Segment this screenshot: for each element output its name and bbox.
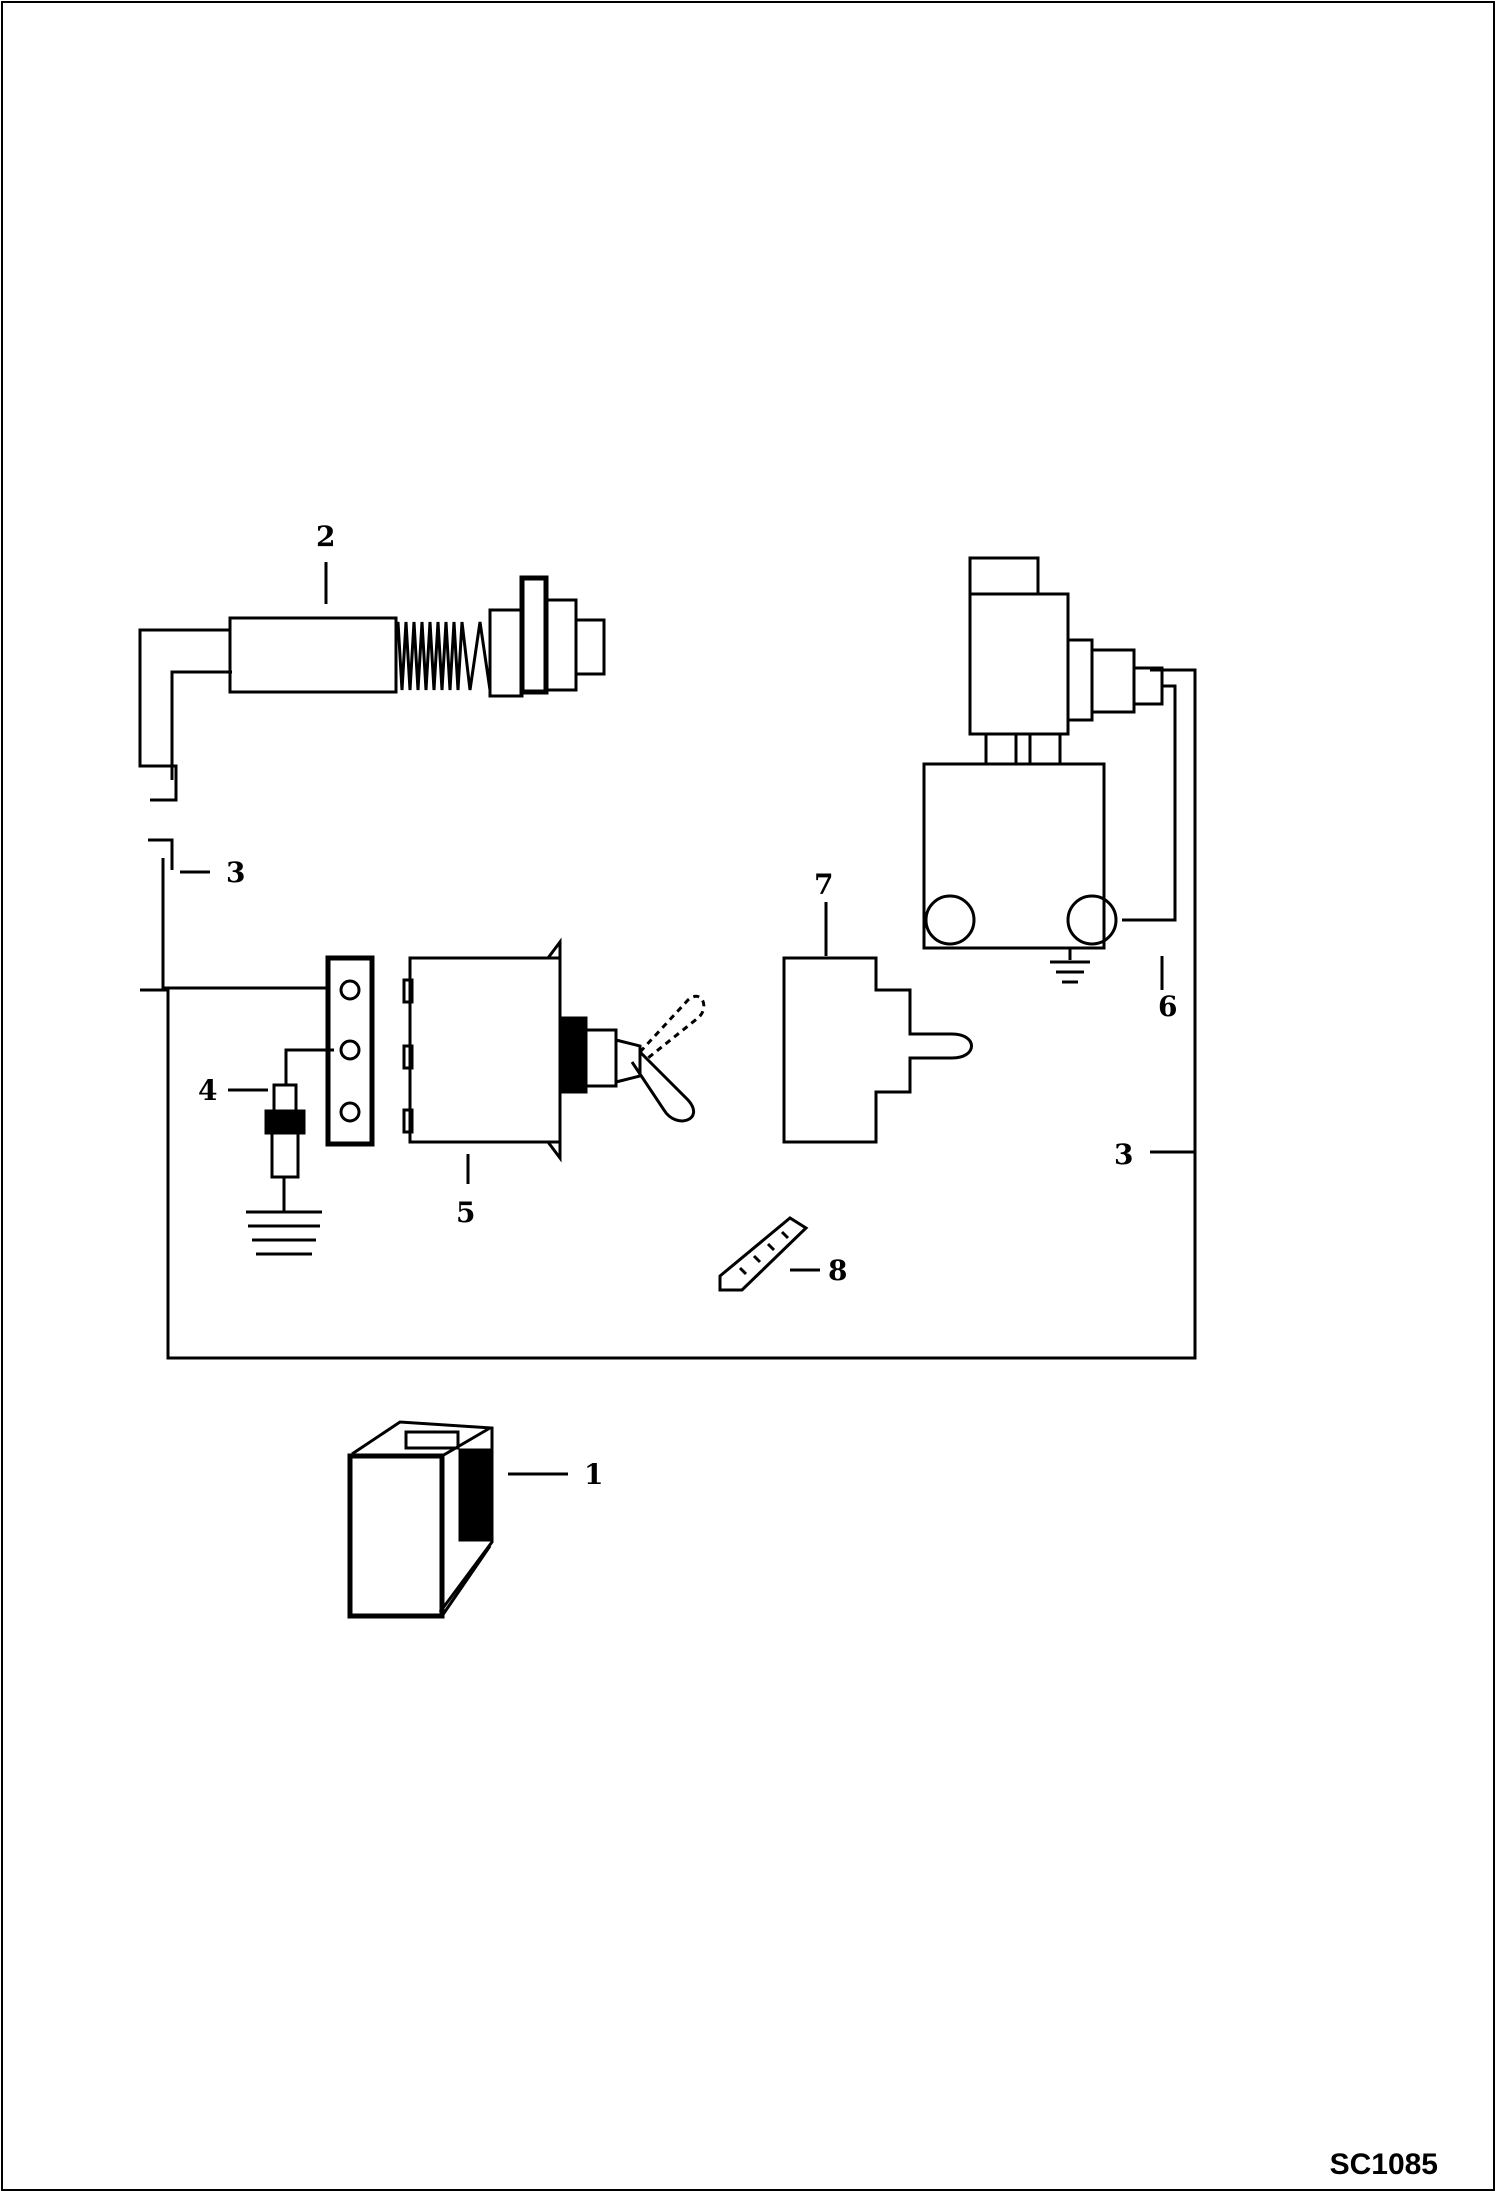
- callout-7: 7: [814, 868, 833, 901]
- wire-lead-top: [148, 838, 174, 870]
- ground-stud: [246, 1048, 334, 1256]
- callout-5: 5: [456, 1196, 475, 1229]
- toggle-boot: [782, 956, 973, 1144]
- callout-1: 1: [584, 1458, 603, 1491]
- callout-2: 2: [316, 520, 335, 553]
- drawing-code: SC1085: [1329, 2148, 1438, 2181]
- boot-solenoid: [138, 575, 606, 802]
- toggle-switch: [402, 937, 706, 1163]
- wire-harness-upper: [161, 858, 330, 990]
- callout-6: 6: [1158, 990, 1177, 1023]
- valve-assembly: [922, 556, 1195, 984]
- cable-tie: [718, 1216, 809, 1292]
- terminal-block: [325, 955, 375, 1147]
- callout-8: 8: [828, 1254, 847, 1287]
- callout-3-upper: 3: [226, 856, 245, 889]
- callout-4: 4: [198, 1074, 217, 1107]
- relay: [347, 1420, 494, 1619]
- callout-3-right: 3: [1114, 1138, 1133, 1171]
